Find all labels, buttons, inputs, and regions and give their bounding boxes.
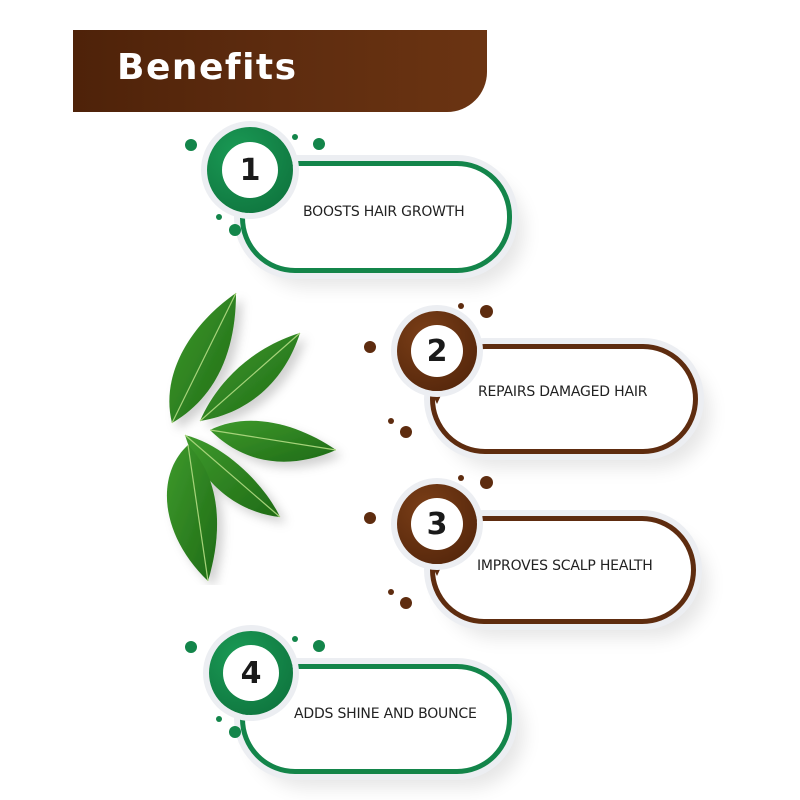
decor-dot bbox=[313, 640, 325, 652]
badge-number: 2 bbox=[411, 325, 463, 377]
curry-leaves-icon bbox=[150, 285, 350, 585]
decor-dot bbox=[400, 426, 412, 438]
decor-dot bbox=[292, 636, 298, 642]
decor-dot bbox=[313, 138, 325, 150]
decor-dot bbox=[480, 476, 493, 489]
decor-dot bbox=[216, 716, 222, 722]
decor-dot bbox=[364, 512, 376, 524]
benefit-label: ADDS SHINE AND BOUNCE bbox=[294, 706, 477, 722]
decor-dot bbox=[292, 134, 298, 140]
decor-dot bbox=[458, 303, 464, 309]
decor-dot bbox=[458, 475, 464, 481]
decor-dot bbox=[216, 214, 222, 220]
decor-dot bbox=[388, 418, 394, 424]
benefit-pill bbox=[430, 344, 698, 454]
decor-dot bbox=[185, 139, 197, 151]
badge-number: 4 bbox=[223, 645, 279, 701]
benefits-header-banner: Benefits bbox=[73, 30, 487, 112]
decor-dot bbox=[388, 589, 394, 595]
decor-dot bbox=[185, 641, 197, 653]
decor-dot bbox=[364, 341, 376, 353]
decor-dot bbox=[400, 597, 412, 609]
benefit-label: REPAIRS DAMAGED HAIR bbox=[478, 384, 648, 400]
benefit-label: IMPROVES SCALP HEALTH bbox=[477, 558, 653, 574]
page-title: Benefits bbox=[117, 47, 298, 88]
benefit-label: BOOSTS HAIR GROWTH bbox=[303, 204, 465, 220]
badge-number: 3 bbox=[411, 498, 463, 550]
badge-number: 1 bbox=[222, 142, 278, 198]
decor-dot bbox=[480, 305, 493, 318]
decor-dot bbox=[229, 224, 241, 236]
decor-dot bbox=[229, 726, 241, 738]
